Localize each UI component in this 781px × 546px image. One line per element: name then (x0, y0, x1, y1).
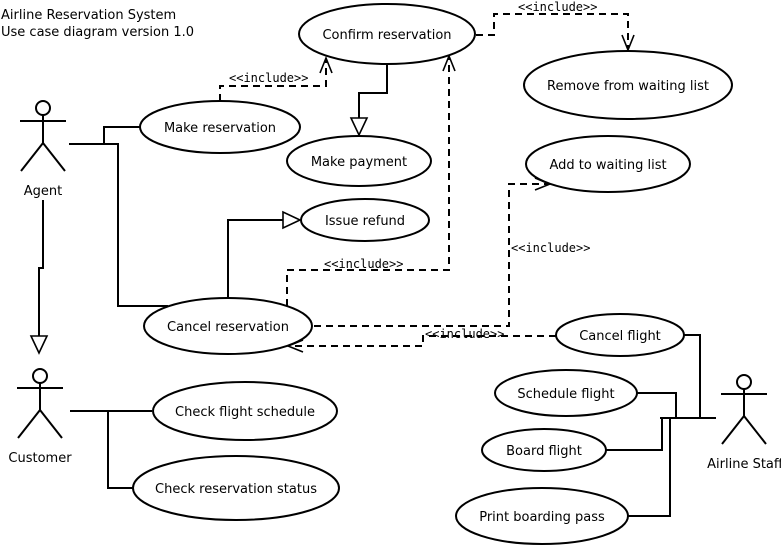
generalization-agent-customer (38, 200, 44, 336)
stick-figure-icon (17, 368, 63, 439)
association-staff-board-flight (606, 418, 663, 451)
use-case-label: Check reservation status (155, 482, 317, 497)
include-cancel-to-confirm (286, 58, 450, 306)
actor-label: Agent (24, 184, 62, 199)
generalization-arrowhead (349, 117, 369, 137)
include-label: <<include>> (511, 241, 590, 255)
use-case-cancel-flight: Cancel flight (555, 313, 685, 357)
use-case-label: Board flight (506, 444, 582, 459)
include-confirm-to-remove (476, 13, 629, 48)
use-case-label: Print boarding pass (479, 510, 605, 525)
association-agent-make-reservation (69, 126, 140, 145)
use-case-add-to-waiting-list: Add to waiting list (525, 135, 691, 193)
association-staff-schedule-flight (636, 392, 677, 418)
association-staff-print-boarding-pass (628, 418, 671, 517)
actor-customer: Customer (8, 368, 72, 466)
generalization-confirm-make-payment (358, 64, 388, 118)
actor-label: Airline Staff (707, 457, 781, 472)
actor-agent: Agent (20, 100, 66, 199)
include-labels: <<include>> <<include>> <<include>> <<in… (229, 0, 597, 341)
use-case-label: Make payment (311, 155, 407, 170)
include-label: <<include>> (518, 0, 597, 14)
actor-label: Customer (8, 451, 72, 466)
use-case-label: Schedule flight (517, 387, 614, 402)
open-arrowhead (319, 55, 333, 74)
use-case-label: Add to waiting list (549, 158, 666, 173)
include-label: <<include>> (229, 71, 308, 85)
use-case-label: Confirm reservation (322, 28, 451, 43)
diagram-title: Airline Reservation System (1, 8, 177, 23)
actor-airline-staff: Airline Staff (707, 374, 781, 472)
use-case-label: Issue refund (325, 214, 405, 229)
use-case-check-flight-schedule: Check flight schedule (152, 381, 338, 441)
association-agent-cancel-reservation (104, 143, 168, 307)
include-cancel-to-add (314, 183, 548, 327)
include-dependencies (219, 13, 635, 353)
use-case-issue-refund: Issue refund (300, 198, 430, 242)
use-case-print-boarding-pass: Print boarding pass (455, 487, 629, 545)
use-case-make-payment: Make payment (286, 135, 432, 187)
use-case-label: Make reservation (164, 121, 276, 136)
generalization-arrowhead (282, 210, 302, 230)
use-case-label: Check flight schedule (175, 405, 315, 420)
association-customer-check-reservation-status (107, 411, 134, 489)
use-case-board-flight: Board flight (481, 428, 607, 472)
include-cancel-flight-to-cancel-reservation (290, 335, 556, 347)
use-case-label: Remove from waiting list (547, 79, 709, 94)
include-label: <<include>> (425, 327, 504, 341)
use-case-schedule-flight: Schedule flight (494, 369, 638, 417)
stick-figure-icon (721, 374, 767, 445)
use-case-label: Cancel reservation (167, 320, 289, 335)
diagram-subtitle: Use case diagram version 1.0 (1, 25, 195, 40)
use-case-label: Cancel flight (579, 329, 661, 344)
association-staff-cancel-flight (684, 334, 701, 418)
use-case-make-reservation: Make reservation (139, 100, 301, 154)
generalization-arrowhead (29, 335, 49, 355)
stick-figure-icon (20, 100, 66, 172)
use-case-confirm-reservation: Confirm reservation (298, 3, 476, 65)
use-case-check-reservation-status: Check reservation status (132, 455, 340, 521)
associations (69, 126, 716, 517)
include-label: <<include>> (324, 257, 403, 271)
include-make-to-confirm (219, 60, 327, 101)
generalizations (29, 64, 388, 355)
generalization-cancel-issue-refund (227, 219, 283, 299)
use-case-cancel-reservation: Cancel reservation (143, 297, 313, 355)
use-case-remove-from-waiting-list: Remove from waiting list (523, 50, 733, 120)
